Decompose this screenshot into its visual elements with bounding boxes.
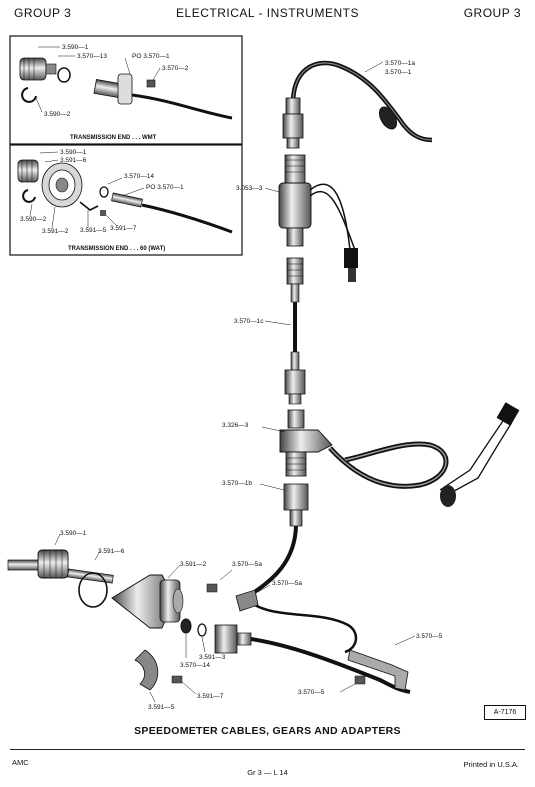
inset-wmt-caption: TRANSMISSION END . . . WMT [70, 135, 157, 141]
footer-rule [10, 749, 525, 750]
bracket-3570-5 [347, 649, 409, 691]
sleeve-3591-3 [180, 618, 192, 634]
adapter-3326-3 [279, 402, 520, 507]
inset-wmt: 3.590—1 3.570—13 PO 3.570—1 3.570—2 3.59… [9, 35, 243, 145]
label-screw-5: 3.570—5 [298, 689, 325, 696]
inset-wmt-label-3: PO 3.570—1 [132, 53, 170, 60]
label-gear-3590: 3.590—1 [60, 530, 87, 537]
label-cable-1: 3.570—1 [385, 69, 412, 76]
clip-3570-5a [235, 589, 259, 612]
header-group-right: GROUP 3 [463, 6, 521, 20]
gear-3590-1 [7, 549, 114, 584]
label-cable-1a: 3.570—1a [385, 60, 415, 67]
footer-page: Gr 3 — L 14 [247, 768, 288, 777]
bracket-screw [354, 675, 366, 685]
inset-wmt-label-5: 3.590—2 [44, 111, 71, 118]
inset-wmt-adapter [93, 73, 233, 120]
header-group-left: GROUP 3 [14, 6, 72, 20]
cable-3570-1a [282, 60, 433, 149]
seal-3591-6 [78, 572, 108, 608]
inset-wat-clip [22, 189, 36, 203]
retainer-screw [171, 675, 183, 684]
inset-wat-housing [41, 162, 83, 208]
cable-3570-1b [243, 483, 358, 654]
inset-wat: 3.590—1 3.591—6 3.570—14 PO 3.570—1 3.59… [9, 144, 243, 256]
inset-wat-label-1: 3.590—1 [60, 149, 87, 156]
figure-ref-code: A-7176 [484, 705, 526, 720]
inset-wmt-screw [146, 79, 156, 88]
footer-right: Printed in U.S.A. [463, 760, 519, 769]
inset-wat-label-7: 3.591—5 [80, 227, 107, 234]
label-adapter-3326: 3.326—3 [222, 422, 249, 429]
footer-left: AMC [12, 758, 29, 767]
inset-wat-label-6: 3.591—2 [42, 228, 69, 235]
label-seal-3591-6: 3.591—6 [98, 548, 125, 555]
clip-screw [206, 583, 218, 593]
label-clip-5a-top: 3.570—5a [232, 561, 262, 568]
inset-wat-cable [111, 192, 233, 234]
label-washer-14: 3.570—14 [180, 662, 210, 669]
housing-3591-2 [111, 574, 184, 629]
inset-wat-caption: TRANSMISSION END . . . 60 (WAT) [68, 246, 165, 252]
inset-wat-label-2: 3.591—6 [60, 157, 87, 164]
inset-wat-washer [99, 186, 109, 198]
inset-wat-label-3: 3.570—14 [124, 173, 154, 180]
header-title: ELECTRICAL - INSTRUMENTS [176, 6, 359, 20]
inset-wmt-label-1: 3.590—1 [62, 44, 89, 51]
retainer-3591-5 [134, 649, 159, 691]
figure-title: SPEEDOMETER CABLES, GEARS AND ADAPTERS [134, 725, 401, 737]
inset-wat-screw [100, 210, 106, 216]
label-cable-1c: 3.570—1c [234, 318, 264, 325]
inset-wmt-clip [21, 87, 37, 103]
label-screw-3591-7: 3.591—7 [197, 693, 224, 700]
inset-wmt-oring [57, 67, 71, 83]
label-retainer-3591-5: 3.591—5 [148, 704, 175, 711]
inset-wat-retainer [79, 201, 99, 211]
label-adapter-3053: 3.053—3 [236, 185, 263, 192]
label-sleeve-3591-3: 3.591—3 [199, 654, 226, 661]
adapter-3053-3 [278, 154, 358, 282]
cable-lower-connector [214, 624, 411, 694]
label-cable-1b: 3.570—1b [222, 480, 252, 487]
inset-wat-label-4: PO 3.570—1 [146, 184, 184, 191]
cable-3570-1c [284, 257, 306, 405]
inset-wmt-gear [19, 57, 57, 81]
label-housing-3591-2: 3.591—2 [180, 561, 207, 568]
label-bracket-5: 3.570—5 [416, 633, 443, 640]
inset-wmt-label-2: 3.570—13 [77, 53, 107, 60]
inset-wat-label-8: 3.591—7 [110, 225, 137, 232]
washer-3570-14 [197, 623, 207, 637]
inset-wat-label-5: 3.590—2 [20, 216, 47, 223]
label-clip-5a: 3.570—5a [272, 580, 302, 587]
inset-wat-gear [17, 159, 39, 183]
inset-wmt-label-4: 3.570—2 [162, 65, 189, 72]
